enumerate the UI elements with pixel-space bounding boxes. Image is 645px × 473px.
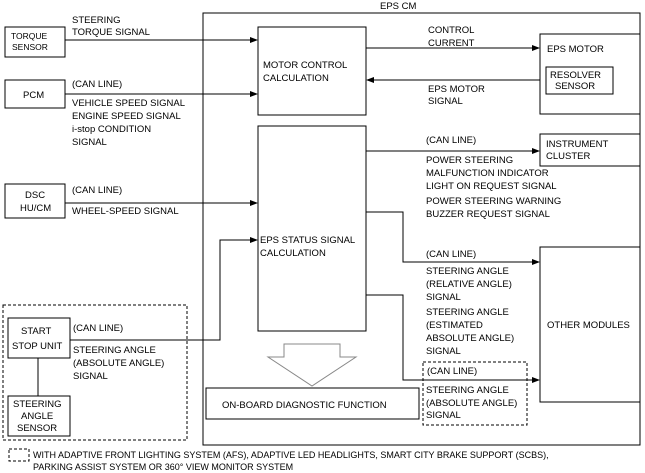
- motor-signal-label-1: EPS MOTOR: [428, 84, 485, 95]
- instrument-signal-5: BUZZER REQUEST SIGNAL: [426, 209, 550, 220]
- start-stop-signal-2: (ABSOLUTE ANGLE): [73, 358, 164, 369]
- footnote-dashed-icon: [8, 448, 30, 462]
- resolver-line-2: SENSOR: [555, 81, 595, 92]
- steering-angle-sensor-box: STEERING ANGLE SENSOR: [7, 395, 71, 437]
- instrument-signal-arrow: [532, 148, 540, 154]
- start-stop-line-2: STOP UNIT: [12, 341, 63, 352]
- absolute-signal-line: [366, 294, 534, 381]
- absolute-signal-arrow: [532, 377, 540, 383]
- dsc-box: DSC HU/CM: [4, 183, 66, 219]
- footnote-line-1: WITH ADAPTIVE FRONT LIGHTING SYSTEM (AFS…: [33, 450, 549, 460]
- pcm-signal-3: i-stop CONDITION: [72, 124, 151, 135]
- other-signal-6: ABSOLUTE ANGLE): [426, 333, 514, 344]
- optional-signal-frame: [422, 361, 528, 426]
- dsc-signal-arrow: [250, 200, 258, 206]
- torque-sensor-line-1: TORQUE: [11, 31, 48, 41]
- instrument-signal-4: POWER STEERING WARNING: [426, 196, 561, 207]
- other-modules-label: OTHER MODULES: [547, 320, 630, 331]
- instrument-signal-3: LIGHT ON REQUEST SIGNAL: [426, 181, 557, 192]
- motor-signal-label-2: SIGNAL: [428, 96, 463, 107]
- pcm-signal-4: SIGNAL: [72, 137, 107, 148]
- dsc-signal-1: WHEEL-SPEED SIGNAL: [72, 206, 179, 217]
- absolute-signal-2: (ABSOLUTE ANGLE): [426, 398, 517, 409]
- other-signal-5: (ESTIMATED: [426, 320, 483, 331]
- control-current-label-1: CONTROL: [428, 25, 474, 36]
- pcm-label: PCM: [23, 90, 44, 101]
- obd-box: ON-BOARD DIAGNOSTIC FUNCTION: [205, 387, 420, 420]
- dsc-line-1: DSC: [25, 190, 45, 201]
- dsc-line-2: HU/CM: [20, 203, 51, 214]
- instrument-can-line: (CAN LINE): [426, 135, 476, 146]
- steering-sensor-line-3: SENSOR: [17, 423, 57, 434]
- start-stop-signal-3: SIGNAL: [73, 371, 108, 382]
- other-signal-1: STEERING ANGLE: [426, 266, 509, 277]
- other-signal-2: (RELATIVE ANGLE): [426, 279, 512, 290]
- torque-signal-label-1: STEERING: [72, 15, 121, 26]
- resolver-sensor-box: [545, 66, 614, 95]
- pcm-signal-1: VEHICLE SPEED SIGNAL: [72, 98, 185, 109]
- instrument-line-2: CLUSTER: [546, 151, 590, 162]
- eps-cm-title: EPS CM: [380, 1, 417, 12]
- start-stop-box: START STOP UNIT: [7, 317, 71, 359]
- obd-down-arrow: [266, 343, 358, 387]
- pcm-box: PCM: [4, 79, 66, 109]
- absolute-signal-3: SIGNAL: [426, 410, 461, 421]
- start-stop-signal-1: STEERING ANGLE: [73, 345, 156, 356]
- torque-sensor-box: TORQUE SENSOR: [4, 26, 66, 58]
- optional-group-frame: [2, 304, 188, 441]
- absolute-can-line: (CAN LINE): [427, 366, 477, 377]
- start-stop-line-1: START: [21, 326, 51, 337]
- control-current-arrow: [532, 45, 540, 51]
- other-modules-signal-line: [366, 211, 534, 263]
- motor-control-box: MOTOR CONTROL CALCULATION: [257, 26, 367, 116]
- other-signal-7: SIGNAL: [426, 346, 461, 357]
- other-modules-signal-arrow: [532, 259, 540, 265]
- eps-status-box: EPS STATUS SIGNAL CALCULATION: [257, 125, 367, 332]
- start-stop-signal-arrow: [250, 237, 258, 243]
- start-stop-can-line: (CAN LINE): [73, 323, 123, 334]
- dsc-can-line: (CAN LINE): [72, 185, 122, 196]
- eps-motor-label: EPS MOTOR: [547, 44, 604, 55]
- instrument-cluster-box: INSTRUMENT CLUSTER: [539, 133, 641, 167]
- steering-sensor-line-2: ANGLE: [21, 411, 53, 422]
- eps-motor-box: EPS MOTOR RESOLVER SENSOR: [539, 33, 641, 115]
- other-signal-4: STEERING ANGLE: [426, 307, 509, 318]
- instrument-signal-2: MALFUNCTION INDICATOR: [426, 168, 549, 179]
- instrument-line-1: INSTRUMENT: [546, 139, 608, 150]
- pcm-signal-arrow: [250, 91, 258, 97]
- absolute-signal-1: STEERING ANGLE: [426, 385, 509, 396]
- eps-status-line-2: CALCULATION: [260, 248, 326, 259]
- motor-signal-arrow: [366, 77, 374, 83]
- torque-sensor-line-2: SENSOR: [12, 42, 48, 52]
- torque-signal-label-2: TORQUE SIGNAL: [72, 27, 150, 38]
- eps-status-line-1: EPS STATUS SIGNAL: [260, 235, 355, 246]
- control-current-label-2: CURRENT: [428, 38, 475, 49]
- obd-label: ON-BOARD DIAGNOSTIC FUNCTION: [222, 400, 387, 411]
- other-modules-box: OTHER MODULES: [539, 246, 641, 403]
- torque-signal-arrow: [250, 37, 258, 43]
- motor-control-line-2: CALCULATION: [263, 73, 329, 84]
- resolver-line-1: RESOLVER: [550, 70, 601, 81]
- footnote-line-2: PARKING ASSIST SYSTEM OR 360° VIEW MONIT…: [33, 462, 293, 472]
- start-stop-signal-line: [70, 239, 252, 341]
- other-signal-3: SIGNAL: [426, 292, 461, 303]
- other-can-line: (CAN LINE): [426, 249, 476, 260]
- pcm-signal-2: ENGINE SPEED SIGNAL: [72, 111, 181, 122]
- steering-sensor-line-1: STEERING: [13, 399, 62, 410]
- pcm-can-line: (CAN LINE): [72, 79, 122, 90]
- motor-control-line-1: MOTOR CONTROL: [263, 60, 347, 71]
- instrument-signal-1: POWER STEERING: [426, 155, 513, 166]
